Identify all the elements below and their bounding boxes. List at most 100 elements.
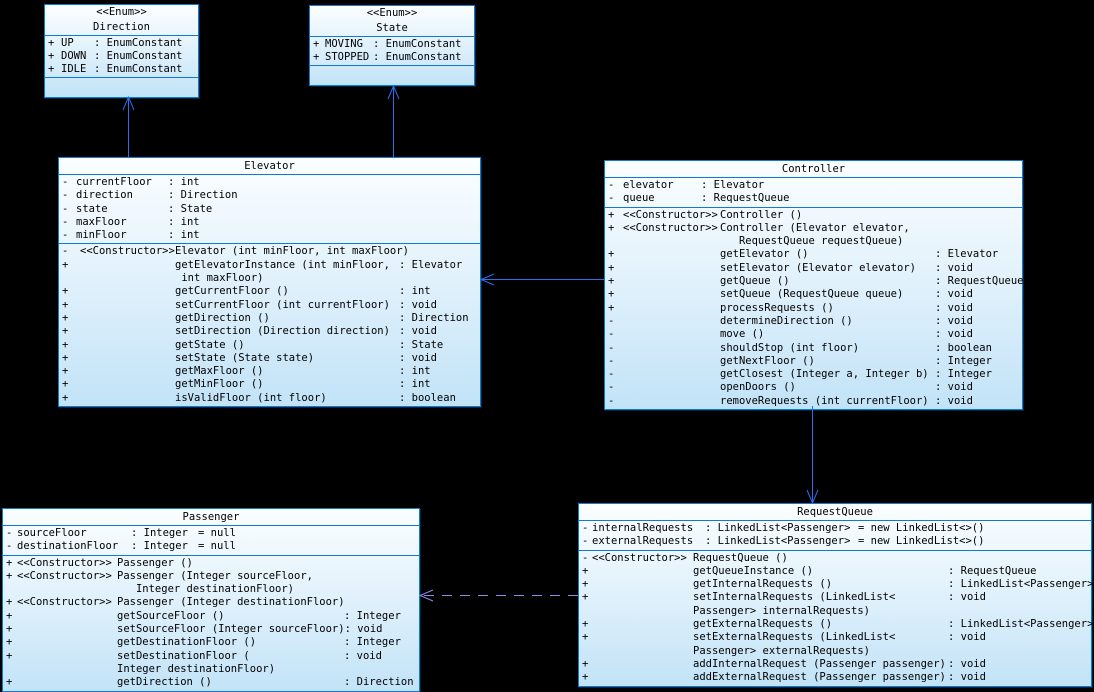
method-vis: + xyxy=(6,609,13,622)
method-vis: + xyxy=(62,298,69,311)
method-row: +setCurrentFloor (int currentFloor): voi… xyxy=(62,299,477,312)
method-kw xyxy=(80,299,175,312)
class-name: State xyxy=(376,21,408,34)
method-sig: openDoors () xyxy=(720,381,796,394)
association-elevator-state[interactable] xyxy=(387,84,400,157)
attribute-type: : EnumConstant xyxy=(94,63,183,76)
method-row: +setDirection (Direction direction): voi… xyxy=(62,325,477,338)
method-kw xyxy=(592,618,693,631)
method-ret: : Elevator xyxy=(935,248,999,261)
attribute-type: : int xyxy=(168,229,200,242)
method-sig: setInternalRequests (LinkedList< Passeng… xyxy=(693,591,896,617)
dependency-requestqueue-passenger[interactable] xyxy=(418,589,578,602)
attribute-row: -currentFloor: int xyxy=(62,176,477,189)
method-row: +isValidFloor (int floor): boolean xyxy=(62,392,477,405)
class-box-state[interactable]: <<Enum>> State +MOVING: EnumConstant+STO… xyxy=(309,5,475,87)
association-elevator-direction[interactable] xyxy=(122,95,135,157)
method-sig: Controller () xyxy=(720,208,803,221)
method-ret: : void xyxy=(948,631,986,644)
method-sig: addInternalRequest (Passenger passenger) xyxy=(693,657,946,670)
open-arrowhead-icon xyxy=(418,589,434,602)
method-vis: + xyxy=(608,208,615,221)
attribute-type: : RequestQueue xyxy=(701,192,790,205)
method-vis: + xyxy=(6,676,13,689)
method-kw xyxy=(80,285,175,298)
method-row: +<<Constructor>>Passenger (Integer sourc… xyxy=(6,570,416,597)
method-ret: : void xyxy=(935,328,973,341)
method-row: +getExternalRequests (): LinkedList<Pass… xyxy=(582,618,1094,631)
method-vis: - xyxy=(608,368,615,381)
attribute-vis: + xyxy=(48,63,55,76)
method-row: +setSourceFloor (Integer sourceFloor): v… xyxy=(6,623,416,636)
method-vis: + xyxy=(62,365,69,378)
method-row: +getMinFloor (): int xyxy=(62,378,477,391)
method-vis: + xyxy=(582,631,589,644)
method-vis: - xyxy=(608,354,615,367)
method-ret: : void xyxy=(399,351,437,364)
method-sig: getDirection () xyxy=(117,676,212,689)
method-sig: removeRequests (int currentFloor) xyxy=(720,394,929,407)
method-ret: : LinkedList<Passenger> xyxy=(948,618,1094,631)
method-ret xyxy=(935,209,1019,222)
attribute-name: UP xyxy=(61,36,74,49)
method-kw: <<Constructor>> xyxy=(17,596,112,609)
attribute-vis: - xyxy=(62,176,69,188)
method-kw xyxy=(623,262,720,275)
method-kw xyxy=(623,248,720,261)
method-vis: + xyxy=(62,378,69,391)
method-sig: getSourceFloor () xyxy=(117,609,225,622)
method-vis: + xyxy=(608,248,615,261)
association-controller-requestqueue[interactable] xyxy=(806,406,819,505)
attribute-name: direction xyxy=(76,189,133,202)
method-row: +getState (): State xyxy=(62,339,477,352)
method-kw xyxy=(623,368,720,381)
method-row: -<<Constructor>>RequestQueue () xyxy=(582,552,1088,565)
attribute-row: -sourceFloor: Integer= null xyxy=(6,527,416,540)
method-sig: getCurrentFloor () xyxy=(175,285,289,298)
attribute-vis: + xyxy=(313,37,320,50)
method-kw xyxy=(80,312,175,325)
class-header: Elevator xyxy=(59,158,480,174)
method-sig: getQueueInstance () xyxy=(693,564,814,577)
attribute-default xyxy=(183,37,195,50)
class-box-elevator[interactable]: Elevator -currentFloor: int-direction: D… xyxy=(58,157,481,408)
method-row: +getCurrentFloor (): int xyxy=(62,285,477,298)
method-vis: - xyxy=(608,394,615,407)
method-sig: setElevator (Elevator elevator) xyxy=(720,261,916,274)
class-box-passenger[interactable]: Passenger -sourceFloor: Integer= null-de… xyxy=(2,508,420,692)
association-controller-elevator[interactable] xyxy=(479,273,604,286)
method-sig: getDestinationFloor () xyxy=(117,636,257,649)
method-kw: <<Constructor>> xyxy=(17,569,112,582)
method-vis: + xyxy=(6,636,13,649)
method-sig: getDirection () xyxy=(175,311,270,324)
class-box-controller[interactable]: Controller -elevator: Elevator-queue: Re… xyxy=(604,160,1024,411)
method-kw xyxy=(623,328,720,341)
method-ret: : void xyxy=(344,623,383,636)
method-row: -move (): void xyxy=(608,328,1019,341)
method-sig: getMaxFloor () xyxy=(175,365,264,378)
method-kw xyxy=(17,650,117,677)
attribute-row: -elevator: Elevator xyxy=(608,179,1019,192)
method-row: +<<Constructor>>Controller () xyxy=(608,209,1019,222)
attribute-default xyxy=(183,63,195,76)
method-kw xyxy=(623,355,720,368)
method-row: +<<Constructor>>Passenger () xyxy=(6,557,416,570)
class-box-direction[interactable]: <<Enum>> Direction +UP: EnumConstant+DOW… xyxy=(44,4,199,99)
attribute-type: : LinkedList<Passenger> xyxy=(705,522,851,534)
attribute-vis: - xyxy=(62,202,69,215)
method-vis: + xyxy=(608,275,615,288)
attribute-type: : EnumConstant xyxy=(94,49,183,62)
class-box-request-queue[interactable]: RequestQueue -internalRequests: LinkedLi… xyxy=(578,503,1094,687)
method-ret: : State xyxy=(399,338,444,351)
attribute-row: +DOWN: EnumConstant xyxy=(48,50,195,63)
method-row: -shouldStop (int floor): boolean xyxy=(608,342,1019,355)
method-row: +addInternalRequest (Passenger passenger… xyxy=(582,658,1088,671)
method-row: +addExternalRequest (Passenger passenger… xyxy=(582,671,1088,684)
attribute-vis: - xyxy=(582,535,589,548)
method-sig: determineDirection () xyxy=(720,314,853,327)
method-vis: + xyxy=(62,338,69,351)
method-ret: : RequestQueue xyxy=(935,275,1024,288)
attribute-vis: - xyxy=(62,229,69,242)
method-sig: getNextFloor () xyxy=(720,354,815,367)
method-row: +getElevator (): Elevator xyxy=(608,248,1019,261)
